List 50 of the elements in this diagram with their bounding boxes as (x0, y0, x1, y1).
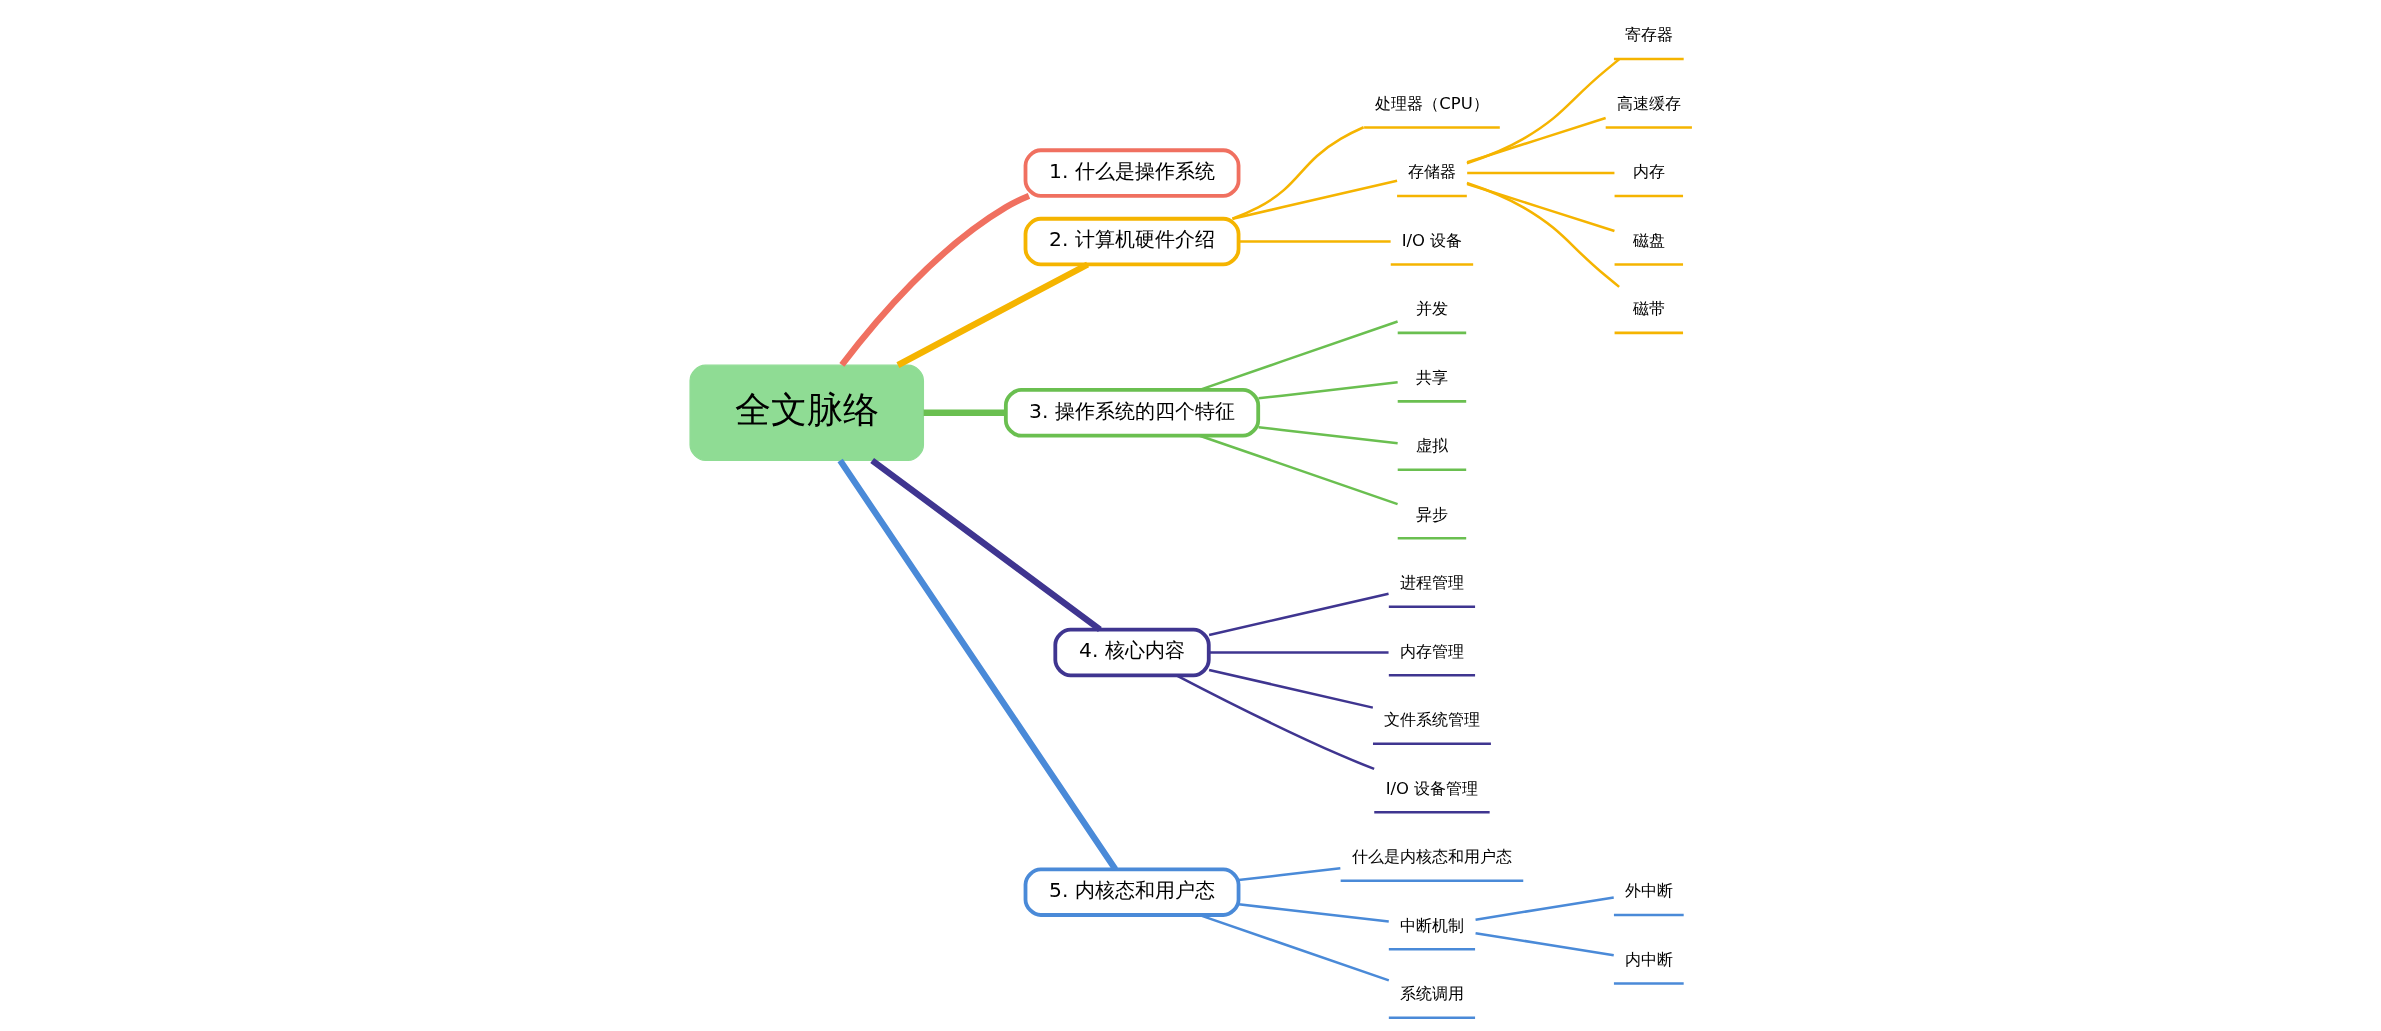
node-text: 异步 (1415, 504, 1448, 524)
connector (1175, 674, 1375, 771)
connector (923, 409, 1006, 416)
node-text: 存储器 (1407, 162, 1456, 182)
node-text: I/O 设备 (1401, 230, 1462, 250)
node-box: 3. 操作系统的四个特征 (1003, 388, 1260, 438)
node-text: 中断机制 (1399, 915, 1464, 935)
node-text: 高速缓存 (1616, 93, 1681, 113)
connector (895, 261, 1089, 368)
node-text: 外中断 (1624, 881, 1673, 901)
connector (838, 193, 1030, 367)
node-text: 虚拟 (1415, 436, 1448, 456)
node-text: 寄存器 (1624, 25, 1673, 45)
node-text: 磁带 (1632, 299, 1665, 319)
connector (1208, 592, 1389, 637)
node-text: 内中断 (1624, 949, 1673, 969)
node-text: 系统调用 (1399, 984, 1464, 1004)
node-text: 并发 (1415, 299, 1448, 319)
node-text: 进程管理 (1399, 573, 1464, 593)
node-box: 5. 内核态和用户态 (1023, 867, 1240, 917)
connector (1466, 116, 1606, 164)
connector (869, 457, 1102, 633)
connector (1474, 896, 1614, 921)
connector (1208, 668, 1373, 709)
connector (1237, 867, 1340, 882)
connector (1474, 931, 1614, 957)
node-text: 内存管理 (1399, 641, 1464, 661)
connector (1466, 58, 1620, 165)
node-box: 4. 核心内容 (1052, 627, 1211, 678)
node-text: 文件系统管理 (1383, 710, 1480, 730)
node-text: 内存 (1632, 162, 1665, 182)
node-box: 2. 计算机硬件介绍 (1023, 216, 1240, 267)
connector (1466, 182, 1615, 233)
connector (1237, 903, 1389, 923)
connector (1466, 181, 1620, 288)
connector (1231, 126, 1364, 220)
connector (1257, 381, 1398, 400)
connector (1208, 651, 1389, 654)
node-text: 处理器（CPU） (1374, 93, 1489, 113)
node-text: 磁盘 (1632, 230, 1665, 250)
node-box: 全文脉络 (688, 364, 924, 461)
connector (1231, 179, 1397, 220)
node-box: 1. 什么是操作系统 (1023, 148, 1240, 198)
connector (1466, 171, 1614, 175)
node-text: I/O 设备管理 (1385, 778, 1478, 798)
node-text: 什么是内核态和用户态 (1351, 847, 1512, 867)
connector (1257, 425, 1398, 445)
node-text: 共享 (1415, 367, 1448, 387)
connector (1238, 240, 1391, 243)
connector (1198, 434, 1398, 506)
